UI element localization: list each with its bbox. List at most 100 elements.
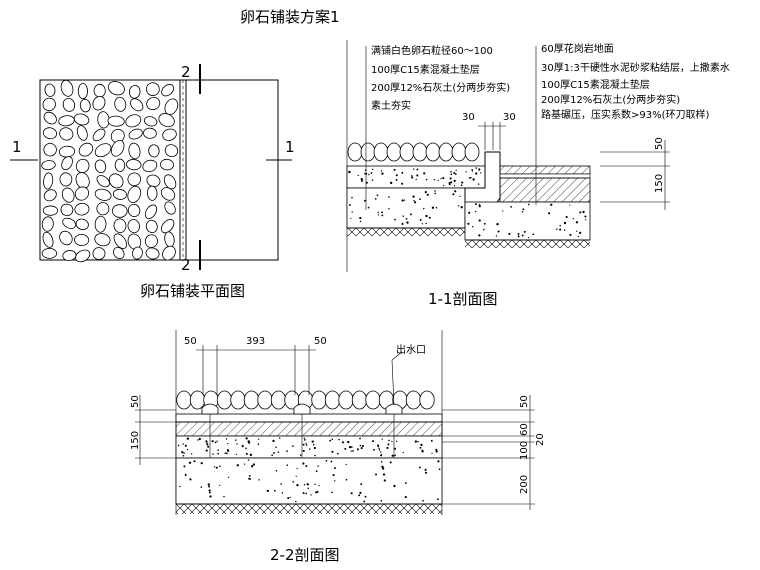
aggregate-dot bbox=[182, 454, 185, 457]
aggregate-dot bbox=[367, 206, 370, 209]
pebble bbox=[128, 128, 143, 140]
aggregate-dot bbox=[312, 443, 315, 446]
aggregate-dot bbox=[317, 465, 319, 467]
aggregate-dot bbox=[249, 453, 253, 457]
pebble bbox=[61, 156, 73, 171]
aggregate-dot bbox=[521, 211, 524, 213]
aggregate-dot bbox=[419, 218, 422, 221]
aggregate-dot bbox=[411, 175, 413, 177]
aggregate-dot bbox=[415, 178, 417, 181]
aggregate-dot bbox=[377, 214, 380, 216]
aggregate-dot bbox=[559, 224, 561, 227]
aggregate-dot bbox=[315, 491, 318, 494]
aggregate-dot bbox=[247, 441, 251, 444]
pebble bbox=[146, 185, 158, 201]
aggregate-dot bbox=[425, 214, 428, 218]
aggregate-dot bbox=[348, 446, 352, 449]
pebble bbox=[59, 230, 73, 246]
s1-note-soil: 素土夯实 bbox=[371, 99, 411, 112]
aggregate-dot bbox=[411, 176, 414, 179]
pebble bbox=[419, 390, 435, 410]
pebble bbox=[146, 96, 161, 111]
pebble bbox=[41, 160, 56, 171]
aggregate-dot bbox=[219, 484, 221, 487]
pebble bbox=[43, 142, 57, 157]
aggregate-dot bbox=[435, 450, 438, 453]
aggregate-dot bbox=[372, 168, 374, 170]
s1-ground-hatch-left bbox=[347, 228, 465, 236]
aggregate-dot bbox=[365, 181, 368, 184]
aggregate-dot bbox=[378, 449, 381, 451]
aggregate-dot bbox=[296, 467, 298, 470]
aggregate-dot bbox=[413, 168, 415, 170]
aggregate-dot bbox=[179, 485, 181, 488]
pebble bbox=[43, 172, 54, 190]
aggregate-dot bbox=[292, 445, 294, 447]
aggregate-dot bbox=[391, 440, 393, 443]
pebble bbox=[44, 83, 56, 97]
aggregate-dot bbox=[359, 444, 362, 447]
aggregate-dot bbox=[438, 468, 441, 471]
aggregate-dot bbox=[356, 448, 359, 451]
pebble bbox=[163, 174, 177, 190]
pebble bbox=[108, 173, 124, 189]
s2-dim-left-150: 150 bbox=[130, 431, 141, 450]
aggregate-dot bbox=[245, 437, 248, 440]
aggregate-dot bbox=[314, 483, 316, 486]
aggregate-dot bbox=[431, 206, 435, 209]
aggregate-dot bbox=[206, 443, 209, 446]
aggregate-dot bbox=[228, 476, 230, 478]
aggregate-dot bbox=[364, 495, 367, 498]
aggregate-dot bbox=[224, 452, 227, 454]
aggregate-dot bbox=[430, 439, 433, 442]
aggregate-dot bbox=[477, 183, 480, 185]
aggregate-dot bbox=[422, 499, 424, 502]
aggregate-dot bbox=[413, 201, 417, 204]
pebble bbox=[324, 390, 341, 410]
aggregate-dot bbox=[361, 180, 363, 182]
pebble bbox=[230, 390, 246, 410]
aggregate-dot bbox=[281, 492, 284, 494]
aggregate-dot bbox=[243, 463, 246, 465]
aggregate-dot bbox=[236, 464, 239, 467]
aggregate-dot bbox=[257, 443, 260, 445]
s2-dim-right-20: 20 bbox=[535, 433, 546, 446]
aggregate-dot bbox=[350, 492, 353, 495]
aggregate-dot bbox=[375, 473, 378, 476]
aggregate-dot bbox=[309, 448, 311, 450]
aggregate-dot bbox=[258, 479, 260, 481]
pebble bbox=[92, 247, 106, 260]
s1-note-granite: 60厚花岗岩地面 bbox=[541, 42, 614, 55]
pebble bbox=[425, 142, 441, 162]
aggregate-dot bbox=[205, 440, 208, 443]
aggregate-dot bbox=[440, 178, 442, 180]
aggregate-dot bbox=[434, 192, 436, 195]
aggregate-dot bbox=[318, 485, 320, 487]
pebble bbox=[160, 219, 175, 234]
aggregate-dot bbox=[472, 178, 475, 181]
aggregate-dot bbox=[359, 437, 361, 440]
aggregate-dot bbox=[435, 448, 438, 451]
aggregate-dot bbox=[226, 448, 229, 451]
aggregate-dot bbox=[417, 440, 419, 443]
pebble bbox=[43, 189, 57, 202]
pebble bbox=[59, 127, 74, 141]
aggregate-dot bbox=[273, 452, 275, 454]
pebble bbox=[114, 96, 127, 112]
aggregate-dot bbox=[314, 454, 316, 457]
aggregate-dot bbox=[380, 461, 383, 463]
aggregate-dot bbox=[559, 228, 562, 231]
aggregate-dot bbox=[510, 206, 512, 208]
aggregate-dot bbox=[336, 452, 339, 455]
aggregate-dot bbox=[405, 217, 408, 220]
aggregate-dot bbox=[471, 225, 474, 228]
aggregate-dot bbox=[305, 444, 308, 446]
pebble bbox=[270, 390, 287, 410]
cut-label-2-bottom: 2 bbox=[181, 256, 191, 274]
aggregate-dot bbox=[193, 460, 196, 463]
aggregate-dot bbox=[450, 181, 453, 184]
aggregate-dot bbox=[273, 489, 276, 492]
pebble bbox=[60, 203, 74, 216]
aggregate-dot bbox=[380, 170, 383, 172]
pebble bbox=[464, 142, 480, 162]
